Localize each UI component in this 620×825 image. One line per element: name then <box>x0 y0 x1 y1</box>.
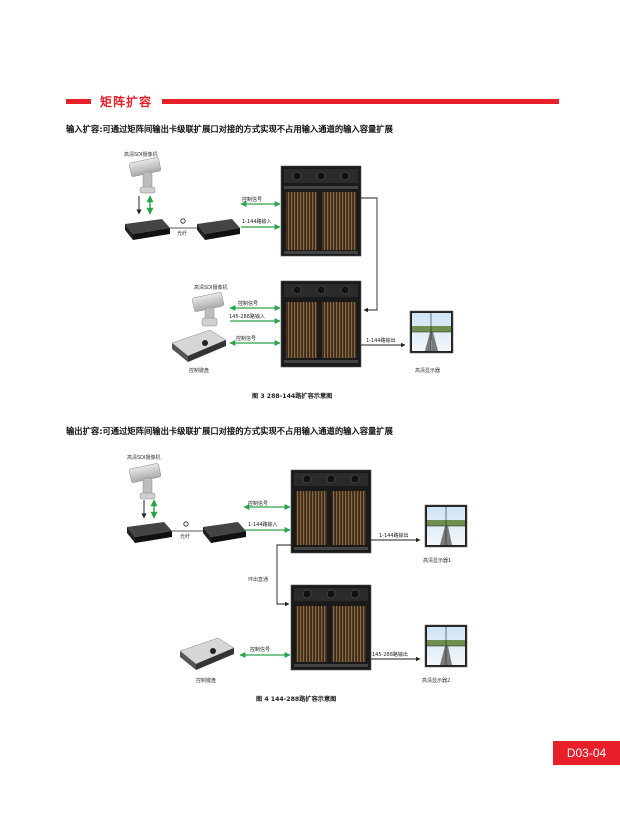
fiber-label: 光纤 <box>180 534 191 540</box>
camera-label: 高清SDI摄像机 <box>127 455 161 461</box>
control-signal-label: 控制信号 <box>250 647 271 653</box>
section-bar-right <box>162 99 559 104</box>
section-bar-left <box>66 99 91 104</box>
control-signal-label: 控制信号 <box>238 301 259 307</box>
cascade-label: 环出直通 <box>248 577 269 583</box>
control-keyboard-icon <box>179 637 235 670</box>
fiber-transmitter-icon <box>125 219 170 240</box>
camera-icon <box>128 157 162 194</box>
fiber-receiver-icon <box>203 522 246 543</box>
input-signal-label: 1-144路输入 <box>242 219 272 225</box>
display-label: 高清显示器2 <box>422 678 451 684</box>
control-keyboard-icon <box>171 329 227 362</box>
input-signal-label: 145-288路输入 <box>229 314 265 320</box>
matrix-chassis-top <box>290 469 372 554</box>
display-label: 高清显示器 <box>415 368 441 374</box>
camera-label: 高清SDI摄像机 <box>194 285 228 291</box>
camera-icon <box>128 463 162 500</box>
output-signal-label: 1-144路输出 <box>379 533 409 539</box>
display-monitor-icon <box>424 624 468 668</box>
camera-icon <box>191 292 225 327</box>
keyboard-label: 控制键盘 <box>196 678 217 684</box>
page-number-badge: D03-04 <box>553 741 620 765</box>
fiber-connector-icon <box>180 218 186 224</box>
display-label: 高清显示器1 <box>423 558 452 564</box>
keyboard-label: 控制键盘 <box>189 368 210 374</box>
control-signal-label: 控制信号 <box>248 501 269 507</box>
fiber-transmitter-icon <box>127 522 172 543</box>
control-signal-label: 控制信号 <box>236 336 257 342</box>
matrix-chassis-bottom <box>290 584 372 671</box>
input-expansion-description: 输入扩容:可通过矩阵间输出卡级联扩展口对接的方式实现不占用输入通道的输入容量扩展 <box>66 124 393 134</box>
output-signal-label: 145-288路输出 <box>372 652 408 658</box>
fiber-connector-icon <box>183 521 189 527</box>
section-title: 矩阵扩容 <box>100 95 153 109</box>
control-signal-label: 控制信号 <box>242 197 263 203</box>
display-monitor-icon <box>424 504 468 548</box>
matrix-chassis-top <box>280 165 362 257</box>
output-expansion-description: 输出扩容:可通过矩阵间输出卡级联扩展口对接的方式实现不占用输入通道的输入容量扩展 <box>66 426 393 436</box>
figure-caption: 图 3 288-144路扩容示意图 <box>252 393 333 400</box>
cascade-connector-line <box>361 197 378 313</box>
figure-caption: 图 4 144-288路扩容示意图 <box>256 696 337 703</box>
matrix-chassis-bottom <box>280 280 362 368</box>
cascade-connector-line <box>276 544 291 607</box>
fiber-receiver-icon <box>197 219 240 240</box>
output-signal-label: 1-144路输出 <box>366 338 396 344</box>
display-monitor-icon <box>409 310 454 354</box>
camera-label: 高清SDI摄像机 <box>124 152 158 158</box>
input-signal-label: 1-144路输入 <box>248 522 278 528</box>
fiber-label: 光纤 <box>177 231 188 237</box>
